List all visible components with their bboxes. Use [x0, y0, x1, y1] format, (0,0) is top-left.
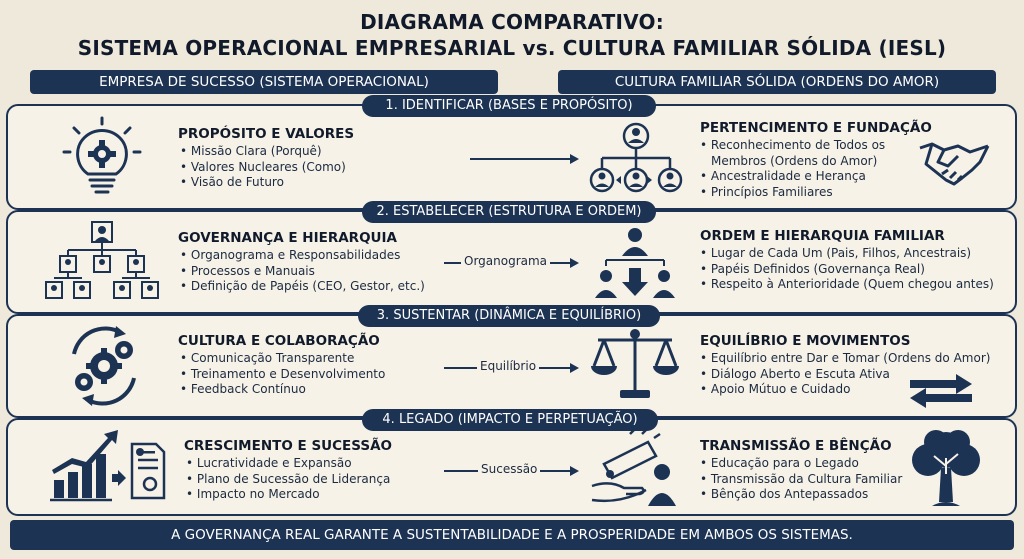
- stage-1-label: 1. IDENTIFICAR (BASES E PROPÓSITO): [362, 95, 656, 117]
- gears-cycle-icon: [72, 326, 136, 406]
- list-item: Impacto no Mercado: [186, 487, 390, 503]
- stage-4-left-title: CRESCIMENTO E SUCESSÃO: [184, 438, 393, 454]
- stage-3-arrow-label: Equilíbrio: [477, 359, 540, 373]
- list-item: Comunicação Transparente: [180, 351, 385, 367]
- arrow-head-icon: [570, 154, 579, 164]
- stage-4-right-title: TRANSMISSÃO E BÊNÇÃO: [700, 438, 892, 454]
- list-item: Organograma e Responsabilidades: [180, 248, 425, 264]
- footer-banner: A GOVERNANÇA REAL GARANTE A SUSTENTABILI…: [10, 520, 1014, 550]
- stage-2-right-title: ORDEM E HIERARQUIA FAMILIAR: [700, 228, 945, 244]
- diagram-subtitle: SISTEMA OPERACIONAL EMPRESARIAL vs. CULT…: [77, 36, 947, 60]
- arrow-head-icon: [570, 258, 579, 268]
- stage-4-left-list: Lucratividade e Expansão Plano de Sucess…: [186, 456, 390, 503]
- list-item: Definição de Papéis (CEO, Gestor, etc.): [180, 279, 425, 295]
- list-item: Diálogo Aberto e Escuta Ativa: [700, 367, 990, 383]
- stage-3-right-title: EQUILÍBRIO E MOVIMENTOS: [700, 333, 911, 349]
- list-item: Treinamento e Desenvolvimento: [180, 367, 385, 383]
- stage-4-label: 4. LEGADO (IMPACTO E PERPETUAÇÃO): [362, 409, 658, 431]
- lightbulb-gear-icon: [62, 116, 142, 194]
- stage-2-left-list: Organograma e Responsabilidades Processo…: [180, 248, 425, 295]
- list-item: Lucratividade e Expansão: [186, 456, 390, 472]
- handshake-icon: [919, 142, 990, 186]
- stage-2-arrow-label: Organograma: [461, 254, 551, 268]
- stage-3-left-list: Comunicação Transparente Treinamento e D…: [180, 351, 385, 398]
- list-item: Membros (Ordens do Amor): [711, 153, 878, 168]
- stage-1-left-list: Missão Clara (Porquê) Valores Nucleares …: [180, 144, 346, 191]
- list-item: Lugar de Cada Um (Pais, Filhos, Ancestra…: [700, 246, 994, 262]
- stage-2-left-title: GOVERNANÇA E HIERARQUIA: [178, 230, 397, 246]
- stage-1-right-title: PERTENCIMENTO E FUNDAÇÃO: [700, 120, 932, 136]
- list-item: Papéis Definidos (Governança Real): [700, 262, 994, 278]
- list-item: Feedback Contínuo: [180, 382, 385, 398]
- stage-1-arrow: [470, 158, 570, 160]
- stage-4-right-list: Educação para o Legado Transmissão da Cu…: [700, 456, 902, 503]
- stage-2-label: 2. ESTABELECER (ESTRUTURA E ORDEM): [362, 201, 656, 223]
- list-item: Educação para o Legado: [700, 456, 902, 472]
- stage-1-right-list: Reconhecimento de Todos os Membros (Orde…: [700, 138, 885, 200]
- growth-chart-key-icon: [50, 430, 166, 502]
- stage-3-right-list: Equilíbrio entre Dar e Tomar (Ordens do …: [700, 351, 991, 398]
- right-column-header: CULTURA FAMILIAR SÓLIDA (ORDENS DO AMOR): [558, 70, 996, 94]
- tree-icon: [912, 430, 980, 506]
- list-item: Plano de Sucessão de Liderança: [186, 472, 390, 488]
- scroll-handover-icon: [591, 429, 676, 506]
- stage-2-right-list: Lugar de Cada Um (Pais, Filhos, Ancestra…: [700, 246, 994, 293]
- family-network-icon: [589, 122, 683, 193]
- exchange-arrows-icon: [910, 374, 972, 408]
- stage-3-left-title: CULTURA E COLABORAÇÃO: [178, 333, 380, 349]
- list-item: Ancestralidade e Herança: [700, 169, 885, 185]
- stage-1-left-title: PROPÓSITO E VALORES: [178, 126, 355, 142]
- family-hierarchy-icon: [595, 228, 675, 298]
- list-item: Visão de Futuro: [180, 175, 346, 191]
- list-item: Valores Nucleares (Como): [180, 160, 346, 176]
- diagram-title: DIAGRAMA COMPARATIVO:: [360, 10, 664, 34]
- list-item: Bênção dos Antepassados: [700, 487, 902, 503]
- org-chart-icon: [45, 221, 159, 299]
- arrow-head-icon: [570, 363, 579, 373]
- left-column-header: EMPRESA DE SUCESSO (SISTEMA OPERACIONAL): [30, 70, 498, 94]
- list-item: Processos e Manuais: [180, 264, 425, 280]
- arrow-head-icon: [570, 466, 579, 476]
- stage-4-arrow-label: Sucessão: [478, 462, 541, 476]
- list-item: Princípios Familiares: [700, 185, 885, 201]
- list-item: Missão Clara (Porquê): [180, 144, 346, 160]
- list-item: Reconhecimento de Todos os: [700, 138, 885, 154]
- stage-3-label: 3. SUSTENTAR (DINÂMICA E EQUILÍBRIO): [358, 305, 660, 327]
- list-item: Respeito à Anterioridade (Quem chegou an…: [700, 277, 994, 293]
- list-item: Equilíbrio entre Dar e Tomar (Ordens do …: [700, 351, 991, 367]
- list-item: Transmissão da Cultura Familiar: [700, 472, 902, 488]
- list-item: Apoio Mútuo e Cuidado: [700, 382, 990, 398]
- balance-scale-icon: [591, 329, 679, 398]
